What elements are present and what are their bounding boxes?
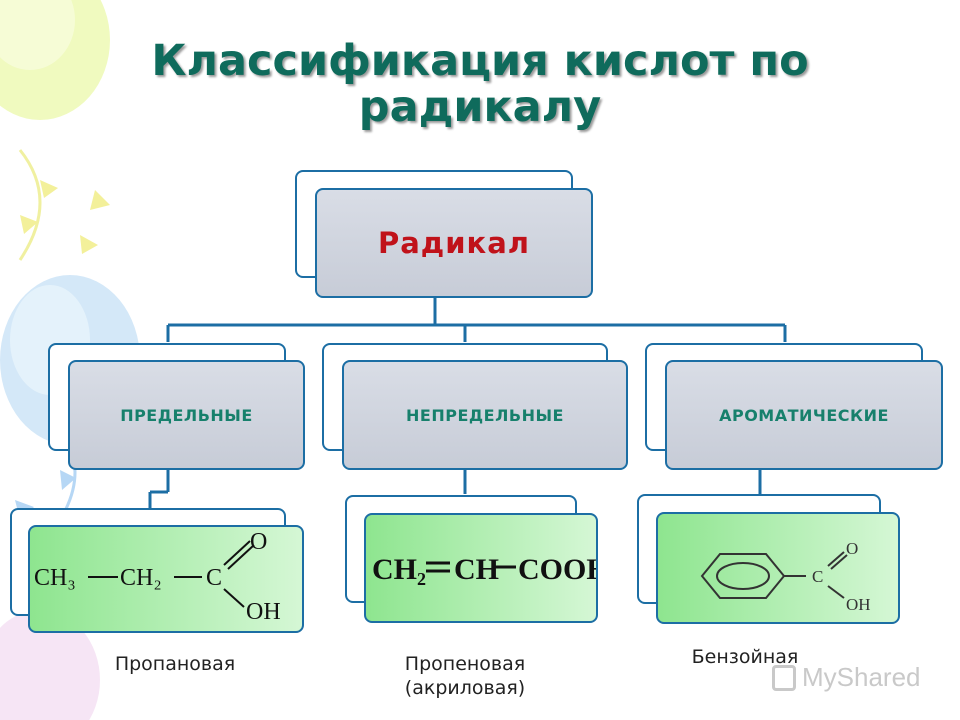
formula-o: O — [250, 529, 267, 555]
slide-title: Классификация кислот по радикалу — [151, 36, 809, 132]
category-label: ПРЕДЕЛЬНЫЕ — [120, 405, 253, 425]
formula-o: O — [846, 539, 858, 558]
formula-oh: OH — [846, 595, 871, 614]
watermark-logo-icon — [772, 664, 796, 691]
caption-acrylic-text: Пропеновая(акриловая) — [404, 653, 526, 699]
propanoic-structure: CH₃ CH₂ C O OH — [34, 529, 281, 625]
formula-ch2: CH₂ — [372, 553, 426, 586]
formula-ch: CH — [454, 553, 499, 586]
formula-ch2: CH₂ — [120, 565, 162, 591]
benzoic-structure: C O OH — [700, 539, 871, 614]
caption-acrylic: Пропеновая(акриловая) — [370, 652, 560, 700]
category-node-aromatic: АРОМАТИЧЕСКИЕ — [665, 360, 943, 470]
caption-benzoic: Бензойная — [691, 646, 799, 668]
category-label: АРОМАТИЧЕСКИЕ — [719, 405, 889, 425]
formula-oh: OH — [246, 599, 281, 625]
formula-ch3: CH₃ — [34, 565, 76, 591]
watermark: MyShared — [772, 662, 921, 693]
formula-c: C — [812, 567, 823, 586]
formula-propanoic-acid: CH₃ CH₂ C O OH — [28, 525, 304, 633]
caption-propanoic: Пропановая — [114, 653, 236, 675]
root-label: Радикал — [377, 226, 531, 260]
category-node-saturated: ПРЕДЕЛЬНЫЕ — [68, 360, 305, 470]
root-node: Радикал — [315, 188, 593, 298]
formula-benzoic-acid: C O OH — [656, 512, 900, 624]
watermark-text: MyShared — [802, 662, 921, 692]
formula-c: C — [206, 565, 222, 591]
category-label: НЕПРЕДЕЛЬНЫЕ — [406, 405, 564, 425]
category-node-unsaturated: НЕПРЕДЕЛЬНЫЕ — [342, 360, 628, 470]
